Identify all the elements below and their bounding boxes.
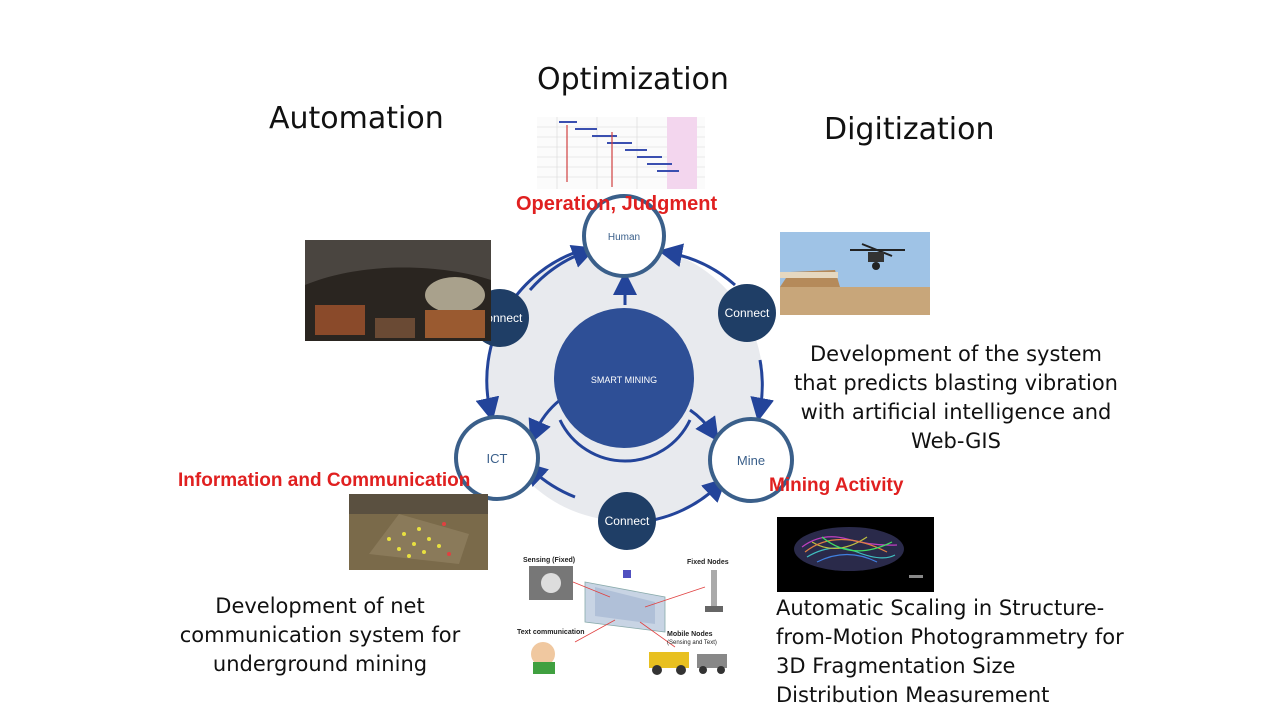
inner-bottom-arc xyxy=(558,419,692,463)
label-information-communication: Information and Communication xyxy=(178,470,471,491)
caption-network-line: underground mining xyxy=(212,652,428,676)
heading-digitization: Digitization xyxy=(824,112,995,147)
node-mine xyxy=(708,417,794,503)
dump-truck-icon xyxy=(649,652,689,668)
node-human xyxy=(582,194,666,278)
caption-sfm-line: from-Motion Photogrammetry for xyxy=(776,625,1124,649)
caption-sfm-line: Distribution Measurement xyxy=(776,683,1050,707)
connect-node-bottom xyxy=(598,492,656,550)
heading-optimization: Optimization xyxy=(537,62,729,97)
center-label: SMART MINING xyxy=(591,375,657,385)
fragmentation-point-cloud xyxy=(777,517,934,592)
connect-node-right xyxy=(718,284,776,342)
connect-bottom-label: Connect xyxy=(605,514,650,528)
arrow-connect-to-human-left xyxy=(528,244,597,291)
mine-site-map-photo xyxy=(349,494,488,570)
smart-mining-center xyxy=(554,308,694,448)
node-ict xyxy=(454,415,540,501)
network-mobile-sub-label: (Sensing and Text) xyxy=(667,640,717,646)
caption-blasting-vibration: Development of the system that predicts … xyxy=(776,340,1136,456)
underground-mine-photo xyxy=(305,240,491,341)
caption-sfm-photogrammetry: Automatic Scaling in Structure- from-Mot… xyxy=(776,594,1176,710)
caption-blasting-line: Development of the system xyxy=(809,342,1103,366)
network-fixed-nodes-label: Fixed Nodes xyxy=(687,559,729,566)
heading-automation: Automation xyxy=(269,101,444,136)
schedule-chart-image xyxy=(537,117,705,189)
network-sensing-label: Sensing (Fixed) xyxy=(523,557,575,564)
label-operation-judgment: Operation, Judgment xyxy=(516,193,718,215)
node-mine-label: Mine xyxy=(737,453,765,468)
worker-icon xyxy=(531,642,555,666)
node-human-label: Human xyxy=(608,232,640,243)
caption-network-line: communication system for xyxy=(179,623,461,647)
caption-sfm-line: 3D Fragmentation Size xyxy=(776,654,1016,678)
drone-photo xyxy=(780,232,930,315)
caption-blasting-line: that predicts blasting vibration xyxy=(794,371,1118,395)
network-text-comm-label: Text communication xyxy=(517,629,585,636)
caption-sfm-line: Automatic Scaling in Structure- xyxy=(776,596,1105,620)
network-mobile-nodes-label: Mobile Nodes xyxy=(667,631,713,638)
label-mining-activity: Mining Activity xyxy=(769,475,904,496)
connect-right-label: Connect xyxy=(725,306,770,320)
utility-vehicle-icon xyxy=(697,654,727,668)
node-ict-label: ICT xyxy=(487,451,508,466)
caption-blasting-line: with artificial intelligence and xyxy=(800,400,1112,424)
arrow-connect-to-mine-right xyxy=(750,359,774,422)
arrow-connect-to-human xyxy=(658,243,736,287)
caption-blasting-line: Web-GIS xyxy=(911,429,1001,453)
caption-net-communication: Development of net communication system … xyxy=(170,592,470,679)
caption-network-line: Development of net xyxy=(215,594,425,618)
network-figure: Sensing (Fixed) Fixed Nodes Text communi… xyxy=(515,552,745,682)
inner-arrow-mine xyxy=(689,408,719,442)
